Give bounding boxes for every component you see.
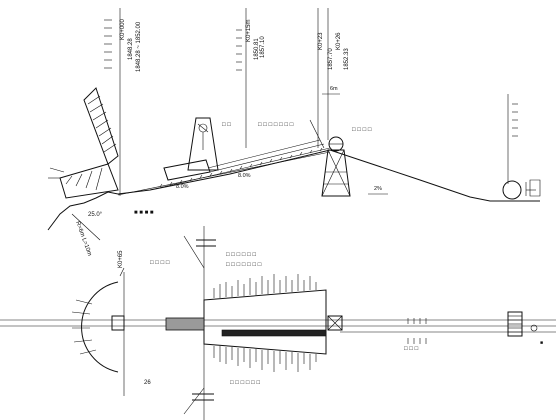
elevation-view: 25.0° R=6m L=10m ■ ■ ■ ■ 8.0% 8.0% □ □ □… xyxy=(47,8,541,257)
grade-left-label: 8.0% xyxy=(176,184,189,190)
haul-road-base xyxy=(117,151,331,196)
conveyor-note: □ □ □ □ □ □ □ xyxy=(258,122,294,128)
slope-length-label: R=6m L=10m xyxy=(74,221,92,257)
vertical-crossbars xyxy=(192,239,216,401)
station-1-elev-b: 1848.28 ~ 1852.00 xyxy=(136,21,142,72)
station-ticks xyxy=(104,19,518,137)
bank-note: □ □ □ □ xyxy=(352,127,372,133)
station-4-label: K0+26 xyxy=(336,32,342,50)
platform-block xyxy=(111,315,125,331)
plan-view: K0+65 xyxy=(0,226,556,420)
slope-dim-line xyxy=(71,213,101,241)
station-leaders xyxy=(119,8,509,196)
plan-station-label: K0+65 xyxy=(118,250,124,268)
platform-hatch xyxy=(71,299,97,355)
plan-loader xyxy=(165,317,205,331)
station-1-elev-a: 1848.28 xyxy=(128,38,134,60)
station-3-elev: 1857.70 xyxy=(328,48,334,70)
fan-ticks-top xyxy=(213,274,317,298)
ground-profile xyxy=(47,149,540,231)
platform-semicircle xyxy=(81,281,119,373)
plan-conveyor xyxy=(221,329,327,337)
grade-right-label: 2% xyxy=(374,186,382,192)
conveyor-belt xyxy=(207,119,325,173)
rock-wall xyxy=(48,87,119,199)
plan-note-top: □ □ □ □ □ □ □ xyxy=(226,262,262,268)
station-2-elev: 1850.81 xyxy=(254,38,260,60)
plan-hoist-note: ■ xyxy=(540,340,543,346)
plan-note-lower: □ □ □ □ □ □ xyxy=(230,380,260,386)
left-note-label: ■ ■ ■ ■ xyxy=(134,210,154,216)
road-hatch xyxy=(159,147,323,188)
vertical-diagonal-2 xyxy=(183,387,205,415)
station-4-elev: 1852.33 xyxy=(344,48,350,70)
stockpile-trapezoid xyxy=(203,289,327,355)
plan-note-upper-right: □ □ □ □ □ □ xyxy=(226,252,256,258)
station-2-label: K0+15m xyxy=(246,19,252,42)
mid-elev-label: 1857.10 xyxy=(260,36,266,58)
plan-note-right: □ □ □ xyxy=(404,346,419,352)
crane-note: □ □ xyxy=(222,122,231,128)
hoist-drum xyxy=(502,179,541,200)
grade-mid-label: 8.0% xyxy=(238,173,251,179)
plan-left-arrow xyxy=(119,267,125,277)
gap-dim-label: 6m xyxy=(330,86,338,92)
station-3-label: K0+23 xyxy=(318,32,324,50)
station-1-label: K0+000 xyxy=(120,18,126,40)
plan-scale-note: 26 xyxy=(144,380,151,386)
vertical-diagonal xyxy=(183,235,205,269)
fan-ticks-bottom xyxy=(213,346,317,372)
slope-angle-label: 25.0° xyxy=(88,212,103,218)
plan-headframe xyxy=(327,315,343,331)
plan-note-upper-left: □ □ □ □ xyxy=(150,260,170,266)
headframe-tower xyxy=(321,136,351,197)
plan-right-ticks xyxy=(407,318,427,344)
plan-hoist xyxy=(507,311,538,337)
